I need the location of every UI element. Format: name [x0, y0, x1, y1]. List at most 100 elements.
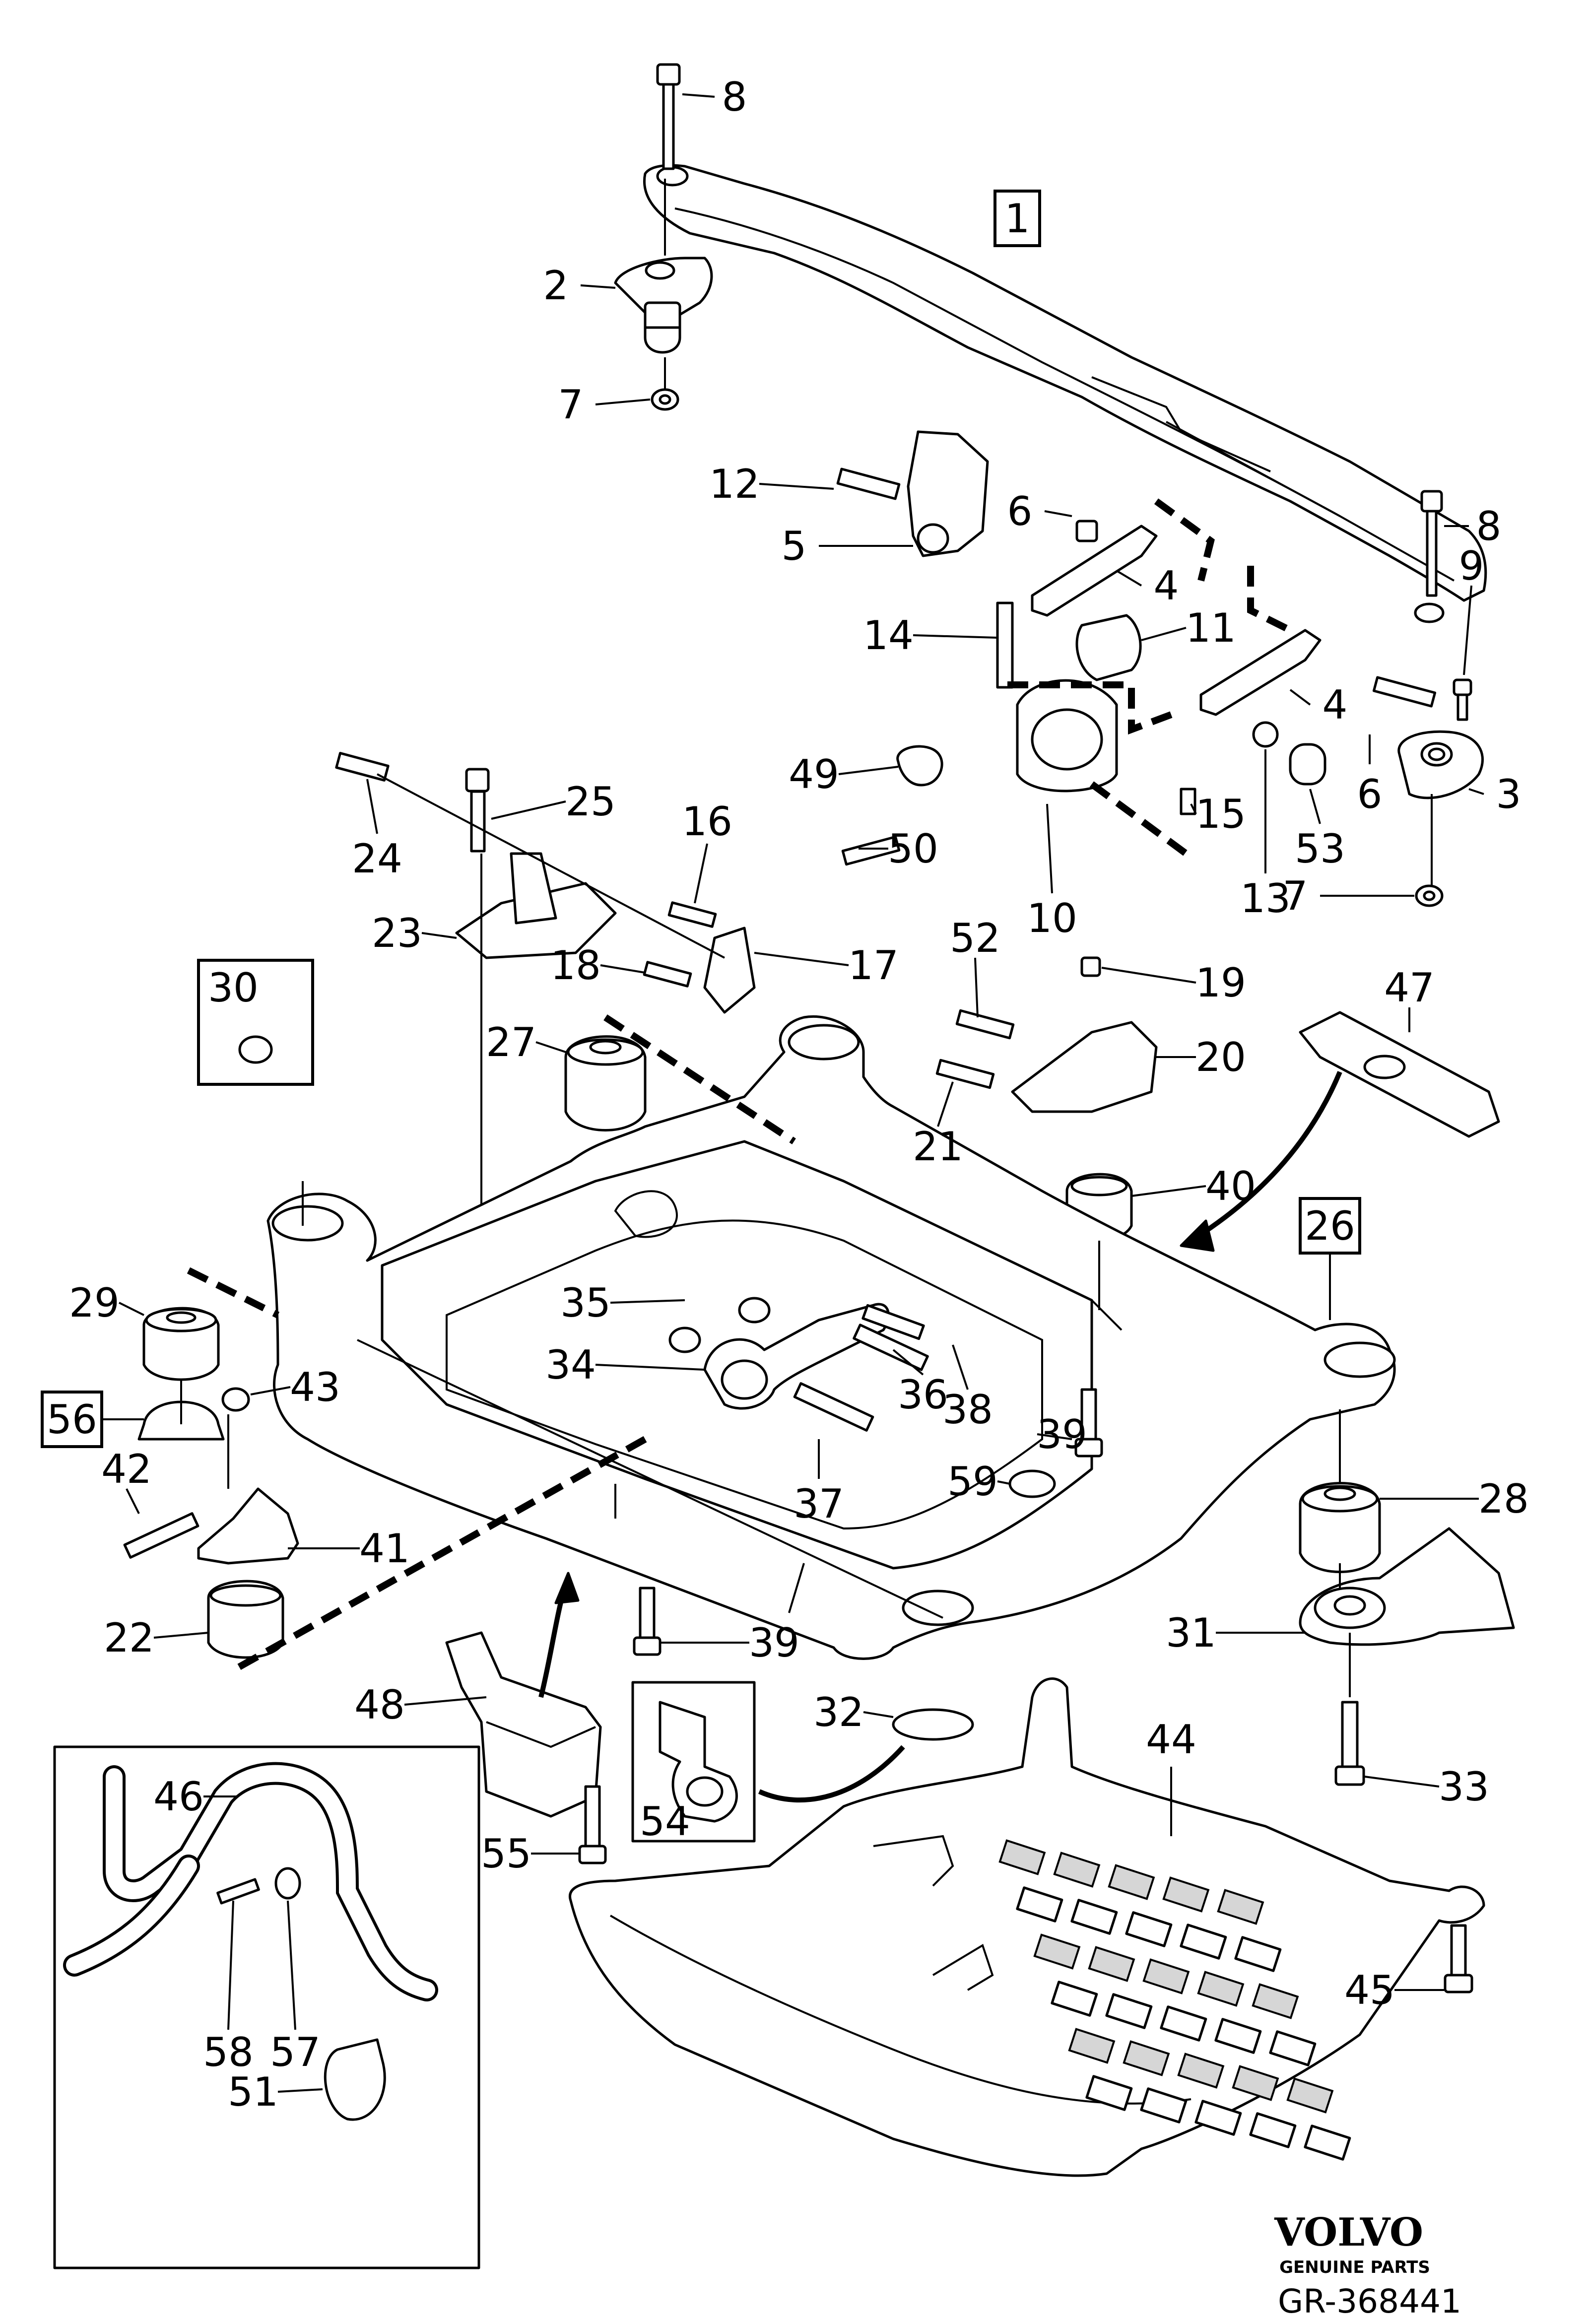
callout-label-19: 19	[1195, 960, 1246, 1006]
shield-vent	[1194, 2100, 1242, 2136]
callout-box-26	[1299, 1197, 1361, 1255]
callout-leader-52	[974, 957, 979, 1018]
cross-member-part	[643, 164, 1487, 623]
callout-leader-10	[1046, 803, 1053, 894]
callout-label-40: 40	[1205, 1163, 1256, 1209]
callout-leader-19	[1101, 967, 1196, 984]
bolt-part	[656, 63, 1472, 721]
callout-label-11: 11	[1186, 605, 1236, 651]
shield-vent	[1252, 1983, 1299, 2019]
callout-box-1	[993, 190, 1041, 247]
callout-leader-51	[277, 2088, 323, 2093]
callout-leader-6	[1044, 510, 1072, 517]
callout-label-56: 56	[47, 1396, 97, 1443]
callout-label-4: 4	[1323, 682, 1348, 728]
shield-vent	[1232, 2065, 1279, 2101]
callout-leader-25	[491, 800, 566, 820]
callout-leader-36	[892, 1349, 924, 1376]
torque-rod-part	[668, 1297, 929, 1432]
callout-label-8: 8	[722, 74, 747, 120]
callout-label-6: 6	[1357, 771, 1383, 817]
mount-bracket-part	[1397, 730, 1484, 799]
bracket-part	[659, 1701, 905, 1823]
callout-leader-29	[119, 1302, 144, 1316]
shield-vent	[1123, 2040, 1170, 2076]
callout-leader-4	[1116, 570, 1142, 587]
callout-label-46: 46	[153, 1774, 204, 1820]
callout-leader-42	[126, 1488, 140, 1514]
callout-leader-3	[1468, 788, 1484, 795]
callout-leader-7	[595, 398, 651, 405]
callout-leader-39	[1037, 1433, 1072, 1440]
arrow	[1180, 1071, 1342, 1252]
shield-vent	[1269, 2030, 1317, 2066]
engine-mount-part	[123, 1387, 299, 1659]
shield-vent	[1304, 2125, 1351, 2161]
callout-label-14: 14	[863, 612, 914, 659]
callout-leader-38	[952, 1344, 969, 1390]
engine-mount-part	[335, 752, 756, 1014]
shield-vent	[1125, 1911, 1173, 1947]
callout-label-34: 34	[545, 1342, 596, 1388]
callout-label-51: 51	[228, 2069, 278, 2115]
shield-vent-grid	[998, 1839, 1351, 2161]
shield-vent	[1162, 1876, 1210, 1913]
callout-label-37: 37	[794, 1481, 844, 1527]
callout-label-32: 32	[813, 1689, 864, 1735]
hose-clip-part	[216, 1867, 386, 2121]
callout-label-13: 13	[1240, 875, 1291, 922]
callout-label-16: 16	[682, 798, 732, 845]
callout-leader-34	[595, 1364, 705, 1371]
callout-label-39: 39	[749, 1620, 799, 1666]
callout-label-10: 10	[1027, 895, 1077, 941]
callout-leader-18	[600, 964, 646, 974]
callout-label-44: 44	[1146, 1717, 1196, 1763]
shield-vent	[1160, 2005, 1207, 2042]
callout-label-58: 58	[203, 2029, 254, 2075]
callout-leader-21	[937, 1081, 954, 1127]
callout-label-4: 4	[1154, 563, 1179, 609]
callout-leader-35	[610, 1299, 685, 1304]
shield-vent	[1070, 1899, 1118, 1935]
callout-leader-53	[1309, 789, 1321, 824]
shield-vent	[1068, 2028, 1116, 2064]
plug-part	[1008, 1469, 1056, 1498]
shield-vent	[1180, 1924, 1227, 1960]
callout-leader-59	[997, 1480, 1010, 1485]
shield-vent	[1286, 2077, 1334, 2114]
callout-label-17: 17	[848, 942, 899, 989]
shield-vent	[1140, 2087, 1188, 2124]
callout-leader-49	[838, 766, 899, 775]
shield-vent	[1016, 1886, 1063, 1923]
shield-vent	[1217, 1889, 1264, 1925]
bolt-part	[836, 467, 1437, 866]
callout-label-45: 45	[1344, 1967, 1395, 2013]
callout-label-8: 8	[1476, 503, 1502, 549]
callout-label-38: 38	[942, 1387, 993, 1433]
callout-label-52: 52	[950, 915, 1000, 961]
callout-leader-48	[404, 1696, 487, 1706]
callout-label-57: 57	[270, 2029, 321, 2075]
shield-vent	[1088, 1946, 1135, 1982]
callout-label-59: 59	[947, 1459, 998, 1505]
engine-mount-part	[896, 430, 1326, 793]
callout-leader-14	[913, 634, 998, 639]
callout-label-33: 33	[1439, 1764, 1489, 1810]
coolant-hose-part	[63, 1762, 438, 2001]
bushing-part	[137, 1035, 1381, 1573]
splash-shield-part	[569, 1677, 1485, 2177]
callout-label-55: 55	[481, 1831, 531, 1877]
callout-leader-24	[366, 779, 378, 834]
callout-label-15: 15	[1195, 791, 1246, 837]
callout-label-23: 23	[372, 910, 422, 956]
callout-label-21: 21	[913, 1124, 963, 1170]
callout-frame-30	[197, 959, 314, 1086]
bracket-box-part	[445, 1572, 607, 1864]
dashed-reference-line	[187, 1014, 796, 1671]
callout-label-22: 22	[104, 1615, 154, 1661]
callout-label-2: 2	[543, 263, 569, 309]
callout-label-30: 30	[208, 965, 259, 1011]
callout-leader-33	[1364, 1776, 1440, 1788]
shield-vent	[1053, 1852, 1101, 1888]
